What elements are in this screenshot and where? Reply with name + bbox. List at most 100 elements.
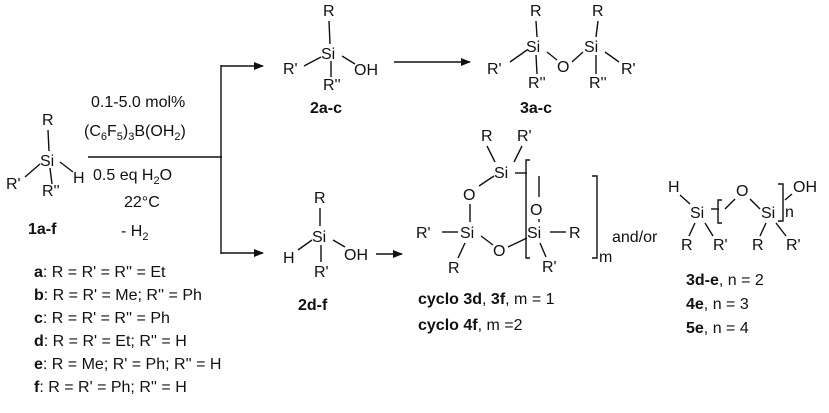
compound-label-2a-c: 2a-c: [310, 100, 342, 117]
atom-r-prime: R': [416, 225, 431, 242]
compound-label-3d-e: 3d-e, n = 2: [686, 272, 764, 289]
atom-r-prime: R': [6, 176, 21, 193]
repeat-bracket-right: [778, 183, 784, 222]
bond: [328, 20, 331, 45]
atom-si: Si: [526, 39, 540, 56]
atom-r: R: [448, 260, 460, 277]
bond: [341, 55, 356, 65]
atom-o: O: [530, 202, 542, 219]
atom-r-double-prime: R'': [42, 183, 60, 200]
repeat-bracket-left: [717, 199, 722, 224]
atom-r-double-prime: R'': [323, 77, 341, 94]
cyclosiloxane-structure: R R' Si O Si R' R O O Si R R' m and/or c…: [416, 128, 658, 334]
legend-entry-c: c: R = R' = R'' = Ph: [34, 310, 170, 327]
compound-label-1a-f: 1a-f: [28, 221, 57, 238]
bond: [480, 235, 494, 246]
bond: [513, 145, 523, 163]
atom-r: R: [752, 237, 764, 254]
atom-si: Si: [460, 225, 474, 242]
atom-oh: OH: [344, 247, 368, 264]
repeat-index-n: n: [785, 204, 794, 221]
atom-r: R: [42, 112, 54, 129]
compound-label-cyclo-3d-3f: cyclo 3d, 3f, m = 1: [418, 291, 555, 308]
legend-entry-d: d: R = R' = Et; R'' = H: [34, 333, 187, 350]
bond: [509, 49, 528, 63]
atom-r-prime: R': [542, 259, 557, 276]
atom-r: R: [323, 3, 335, 20]
bond: [604, 51, 620, 63]
legend-entry-b: b: R = R' = Me; R'' = Ph: [34, 287, 202, 304]
atom-o: O: [736, 183, 748, 200]
bond: [478, 175, 495, 187]
water-equivalents: 0.5 eq H2O: [93, 167, 172, 187]
atom-r: R: [481, 128, 493, 145]
silanol-2d-f-structure: R Si H R' OH 2d-f: [283, 190, 368, 314]
atom-r: R: [569, 225, 581, 242]
legend-entry-e: e: R = Me; R' = Ph; R'' = H: [34, 356, 222, 373]
atom-si: Si: [494, 165, 508, 182]
atom-r-prime: R': [314, 264, 329, 281]
linear-siloxanol-structure: H Si O Si n OH R R' R R' 3d-e, n = 2 4e,…: [668, 179, 817, 337]
atom-oh: OH: [354, 62, 378, 79]
atom-r-double-prime: R'': [528, 75, 546, 92]
bond: [47, 129, 50, 152]
atom-si: Si: [40, 153, 54, 170]
atom-si: Si: [312, 229, 326, 246]
bond: [546, 51, 558, 61]
bond: [784, 193, 793, 201]
bond: [486, 145, 496, 163]
bond: [457, 242, 466, 259]
catalyst-loading: 0.1-5.0 mol%: [91, 94, 185, 111]
repeat-bracket-left: [525, 159, 530, 259]
bond: [332, 239, 346, 248]
silane-1a-f-structure: R Si R' R'' H 1a-f: [6, 112, 85, 238]
bond: [749, 198, 761, 210]
bond: [595, 20, 599, 38]
branching-arrow: [88, 62, 264, 257]
bond: [571, 51, 584, 63]
atom-r-prime: R': [621, 61, 636, 78]
atom-r-prime: R': [487, 61, 502, 78]
bond: [759, 222, 767, 237]
legend-entry-a: a: R = R' = R'' = Et: [34, 264, 166, 281]
compound-label-5e: 5e, n = 4: [686, 320, 749, 337]
atom-oh: OH: [793, 179, 817, 196]
byproduct-h2: - H2: [121, 223, 148, 243]
repeat-bracket-right: [592, 175, 598, 259]
atom-o: O: [493, 243, 505, 260]
catalyst-formula: (C6F5)3B(OH2): [84, 123, 186, 143]
atom-h: H: [668, 179, 680, 196]
bond: [59, 161, 74, 173]
bond: [24, 163, 41, 178]
compound-label-cyclo-4f: cyclo 4f, m =2: [418, 317, 523, 334]
atom-si: Si: [690, 205, 704, 222]
compound-label-4e: 4e, n = 3: [686, 296, 749, 313]
bond: [297, 239, 313, 251]
compound-label-3a-c: 3a-c: [520, 100, 552, 117]
bond: [724, 198, 736, 210]
atom-r-prime: R': [283, 61, 298, 78]
bond: [535, 54, 538, 75]
atom-si: Si: [761, 205, 775, 222]
temperature: 22°C: [124, 194, 160, 211]
bond: [539, 242, 547, 258]
atom-si: Si: [584, 39, 598, 56]
bond: [704, 222, 714, 237]
bond: [775, 222, 787, 237]
atom-r: R: [314, 190, 326, 207]
silanol-2a-c-structure: R Si R' R'' OH 2a-c: [283, 3, 378, 117]
bond: [49, 167, 53, 185]
disiloxane-3a-c-structure: R Si R' R'' O Si R R'' R' 3a-c: [487, 3, 636, 117]
bond: [507, 237, 528, 248]
legend-entry-f: f: R = R' = Ph; R'' = H: [34, 379, 187, 396]
atom-h: H: [283, 250, 295, 267]
atom-r-prime: R': [517, 128, 532, 145]
bond: [688, 222, 696, 237]
atom-r: R: [530, 3, 542, 20]
repeat-index-m: m: [599, 249, 612, 266]
atom-r: R: [681, 237, 693, 254]
compound-label-2d-f: 2d-f: [298, 297, 328, 314]
atom-si: Si: [321, 46, 335, 63]
atom-si: Si: [527, 225, 541, 242]
